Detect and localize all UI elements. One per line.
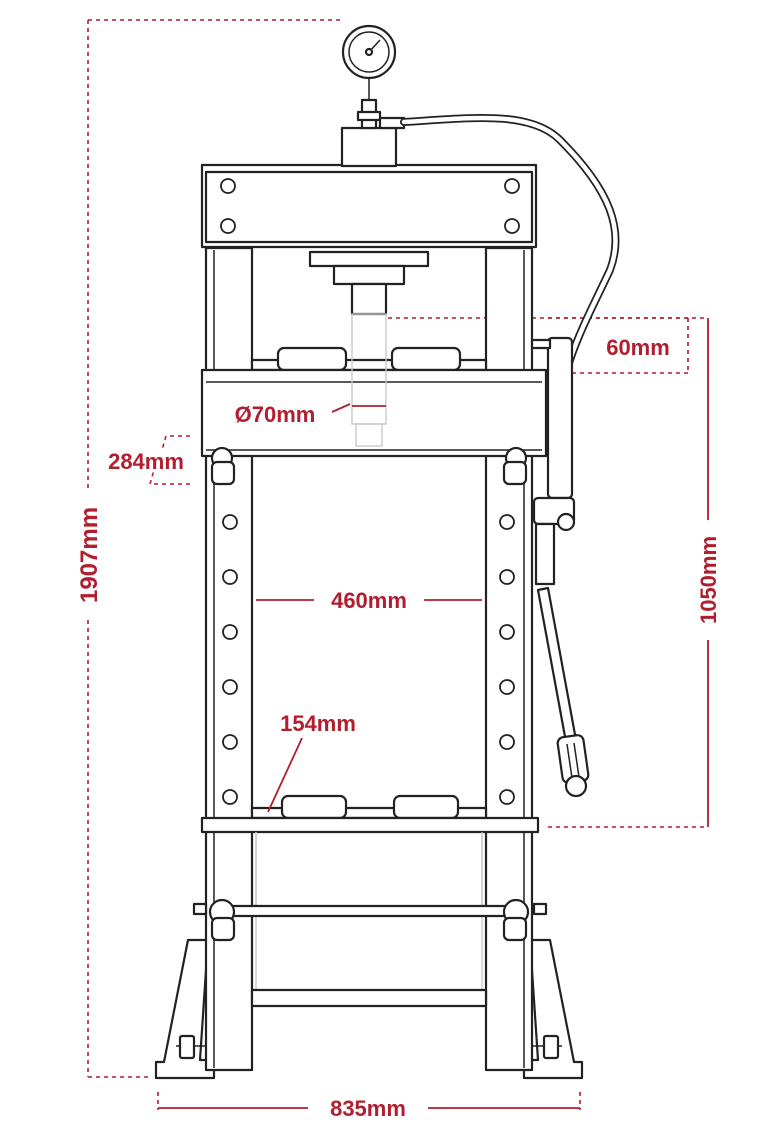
top-beam [200,163,538,249]
dimension-beam-depth: 284mm [108,435,190,485]
upper-bed-pins [210,446,528,486]
moving-bed-upper [200,368,548,458]
bed-height-label: 154mm [280,711,356,736]
bed-width-label: 460mm [331,588,407,613]
dimension-bed-height: 154mm [267,711,356,813]
dimension-working-height: 1050mm [548,317,721,828]
dimension-base-width: 835mm [157,1092,581,1121]
base-width-label: 835mm [330,1096,406,1121]
pump-unit [530,336,576,586]
overall-height-label: 1907mm [76,507,103,603]
gauge-assembly [340,24,406,168]
lower-bolster-plates [250,794,488,820]
rear-frame-ghost [225,835,514,1000]
bottom-rail [250,988,488,1008]
upper-bolster-plates [250,346,488,372]
base-right-foot [522,938,584,1080]
working-height-label: 1050mm [696,536,721,624]
dimension-ram-diameter: Ø70mm [235,402,351,427]
column-holes-right [499,514,515,805]
dimension-overall-height: 1907mm [76,19,340,1078]
ram-cylinder [350,282,388,447]
pump-handle [536,586,590,798]
beam-depth-label: 284mm [108,449,184,474]
ram-diameter-label: Ø70mm [235,402,316,427]
column-holes-left [222,514,238,805]
lower-bed [200,816,540,910]
ram-stroke-label: 60mm [606,335,670,360]
upper-window [251,250,487,370]
dimension-bed-width: 460mm [256,588,482,613]
lower-tie-bar [192,898,548,942]
